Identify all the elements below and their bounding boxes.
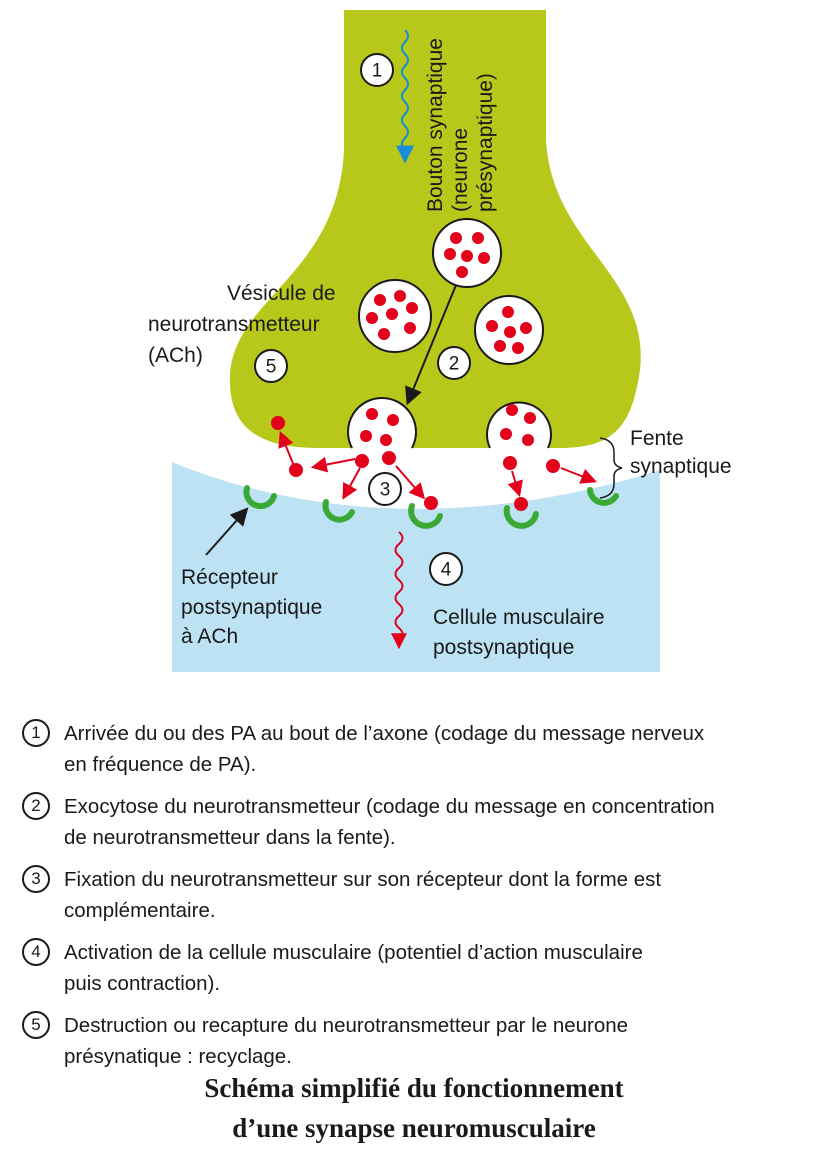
legend-item-4: 4 Activation de la cellule musculaire (p… xyxy=(22,937,812,999)
svg-text:3: 3 xyxy=(380,480,391,501)
cleft-label: Fente synaptique xyxy=(630,427,732,478)
svg-text:5: 5 xyxy=(266,357,277,378)
legend-number: 4 xyxy=(22,938,50,966)
legend-item-5: 5 Destruction ou recapture du neurotrans… xyxy=(22,1010,812,1072)
vesicle-icon xyxy=(474,295,544,365)
svg-text:Fente: Fente xyxy=(630,427,684,450)
svg-text:Bouton synaptique: Bouton synaptique xyxy=(424,38,447,212)
svg-text:4: 4 xyxy=(441,560,452,581)
exocytosis-arrow xyxy=(405,284,457,406)
fusing-vesicle-icon xyxy=(347,397,417,449)
svg-text:neurotransmetteur: neurotransmetteur xyxy=(148,313,320,336)
vesicle-icon xyxy=(358,279,432,353)
svg-text:Cellule musculaire: Cellule musculaire xyxy=(433,606,605,629)
legend-item-3: 3 Fixation du neurotransmetteur sur son … xyxy=(22,864,812,926)
step-2-marker: 2 xyxy=(437,346,471,380)
legend-item-2: 2 Exocytose du neurotransmetteur (codage… xyxy=(22,791,812,853)
legend-text: Exocytose du neurotransmetteur (codage d… xyxy=(64,795,715,849)
legend-number: 3 xyxy=(22,865,50,893)
legend-text: Fixation du neurotransmetteur sur son ré… xyxy=(64,868,662,922)
receptor-label: Récepteur postsynaptique à ACh xyxy=(181,566,322,648)
cleft-brace xyxy=(599,437,623,499)
svg-text:Récepteur: Récepteur xyxy=(181,566,278,589)
synapse-diagram: 1 2 3 4 5 Bouton synaptique (neurone pré… xyxy=(148,10,732,672)
figure-caption: Schéma simplifié du fonctionnement d’une… xyxy=(204,1073,624,1143)
legend-number: 2 xyxy=(22,792,50,820)
legend-number: 5 xyxy=(22,1011,50,1039)
svg-text:(neurone: (neurone xyxy=(449,128,472,212)
receptor-pointer-arrow xyxy=(205,507,249,556)
diffusion-arrows xyxy=(278,431,597,500)
svg-text:Vésicule de: Vésicule de xyxy=(227,282,336,305)
svg-text:postsynaptique: postsynaptique xyxy=(181,596,322,619)
step-3-marker: 3 xyxy=(368,472,402,506)
step-1-marker: 1 xyxy=(360,53,394,87)
legend-text: Arrivée du ou des PA au bout de l’axone … xyxy=(64,722,705,776)
legend-item-1: 1 Arrivée du ou des PA au bout de l’axon… xyxy=(22,718,812,780)
svg-text:postsynaptique: postsynaptique xyxy=(433,636,574,659)
fusing-vesicle-icon xyxy=(486,401,552,449)
legend-text: Destruction ou recapture du neurotransme… xyxy=(64,1014,629,1068)
svg-text:synaptique: synaptique xyxy=(630,455,732,478)
legend-list: 1 Arrivée du ou des PA au bout de l’axon… xyxy=(22,718,812,1083)
svg-text:à ACh: à ACh xyxy=(181,625,238,648)
legend-text: Activation de la cellule musculaire (pot… xyxy=(64,941,643,995)
receptor-icon xyxy=(243,485,619,529)
svg-text:1: 1 xyxy=(372,61,383,82)
svg-text:présynaptique): présynaptique) xyxy=(474,73,497,212)
step-5-marker: 5 xyxy=(254,349,288,383)
muscle-cell-label: Cellule musculaire postsynaptique xyxy=(433,606,605,659)
legend-number: 1 xyxy=(22,719,50,747)
vesicle-label: Vésicule de neurotransmetteur (ACh) xyxy=(148,282,336,367)
step-4-marker: 4 xyxy=(429,552,463,586)
svg-text:(ACh): (ACh) xyxy=(148,344,203,367)
vesicle-icon xyxy=(432,218,502,288)
action-potential-wavy-arrow-icon xyxy=(396,29,414,164)
muscle-action-potential-wavy-arrow-icon xyxy=(391,531,407,650)
svg-text:2: 2 xyxy=(449,354,460,375)
bouton-label: Bouton synaptique (neurone présynaptique… xyxy=(424,38,497,212)
neurotransmitter-molecules xyxy=(271,416,560,511)
